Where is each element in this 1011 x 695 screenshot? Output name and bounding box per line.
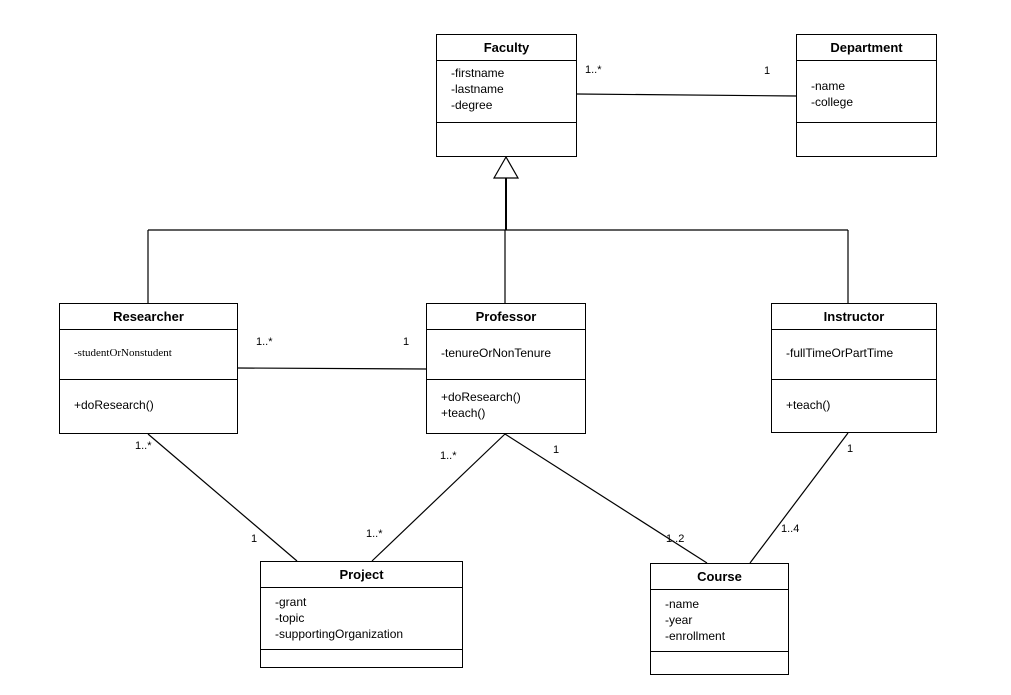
association-professor-course <box>504 433 708 564</box>
multiplicity-instructor-course-course-end: 1..4 <box>781 523 800 535</box>
class-name: Researcher <box>60 304 237 330</box>
attribute: -firstname <box>451 66 505 80</box>
multiplicity-professor-project-professor-end: 1..* <box>440 450 457 462</box>
operations-compartment: +teach() <box>772 380 936 432</box>
operations-compartment: +doResearch() <box>60 380 237 433</box>
class-instructor[interactable]: Instructor -fullTimeOrPartTime +teach() <box>771 303 937 433</box>
multiplicity-professor-course-course-end: 1..2 <box>666 533 685 545</box>
association-professor-project <box>371 433 506 562</box>
attribute: -enrollment <box>665 629 726 643</box>
attributes-compartment: -fullTimeOrPartTime <box>772 330 936 380</box>
multiplicity-instructor-course-instructor-end: 1 <box>847 443 854 455</box>
attribute: -degree <box>451 98 493 112</box>
class-researcher[interactable]: Researcher -studentOrNonstudent +doResea… <box>59 303 238 434</box>
class-course[interactable]: Course -name -year -enrollment <box>650 563 789 675</box>
association-instructor-course <box>749 432 849 564</box>
class-name: Project <box>261 562 462 588</box>
attributes-compartment: -firstname -lastname -degree <box>437 61 576 123</box>
attribute: -topic <box>275 611 305 625</box>
class-name: Faculty <box>437 35 576 61</box>
multiplicity-professor-project-project-end: 1..* <box>366 528 383 540</box>
multiplicity-researcher-project-project-end: 1 <box>251 533 258 545</box>
multiplicity-researcher-end: 1..* <box>256 336 273 348</box>
attribute: -college <box>811 95 854 109</box>
generalization-triangle-icon <box>492 155 520 179</box>
attributes-compartment: -studentOrNonstudent <box>60 330 237 380</box>
attributes-compartment: -name -college <box>797 61 936 123</box>
association-faculty-department <box>576 93 797 97</box>
class-department[interactable]: Department -name -college <box>796 34 937 157</box>
multiplicity-department-end: 1 <box>764 65 771 77</box>
multiplicity-professor-course-professor-end: 1 <box>553 444 560 456</box>
operations-compartment <box>651 652 788 674</box>
attributes-compartment: -name -year -enrollment <box>651 590 788 652</box>
attribute: -fullTimeOrPartTime <box>786 346 894 360</box>
operations-compartment <box>437 123 576 156</box>
class-faculty[interactable]: Faculty -firstname -lastname -degree <box>436 34 577 157</box>
operation: +teach() <box>786 398 831 412</box>
attribute: -name <box>665 597 700 611</box>
operation: +doResearch() <box>441 390 521 404</box>
multiplicity-faculty-end: 1..* <box>585 64 602 76</box>
attribute: -name <box>811 79 846 93</box>
class-name: Course <box>651 564 788 590</box>
association-researcher-professor <box>237 367 427 370</box>
operation: +doResearch() <box>74 398 154 412</box>
multiplicity-researcher-project-researcher-end: 1..* <box>135 440 152 452</box>
operations-compartment: +doResearch() +teach() <box>427 380 585 433</box>
class-name: Professor <box>427 304 585 330</box>
operation: +teach() <box>441 406 486 420</box>
attributes-compartment: -tenureOrNonTenure <box>427 330 585 380</box>
attribute: -grant <box>275 595 307 609</box>
attribute: -year <box>665 613 693 627</box>
class-project[interactable]: Project -grant -topic -supportingOrganiz… <box>260 561 463 668</box>
association-researcher-project <box>147 433 298 562</box>
attribute: -lastname <box>451 82 504 96</box>
attribute: -supportingOrganization <box>275 627 404 641</box>
attributes-compartment: -grant -topic -supportingOrganization <box>261 588 462 650</box>
attribute: -tenureOrNonTenure <box>441 346 552 360</box>
class-professor[interactable]: Professor -tenureOrNonTenure +doResearch… <box>426 303 586 434</box>
class-name: Department <box>797 35 936 61</box>
operations-compartment <box>797 123 936 156</box>
multiplicity-professor-end: 1 <box>403 336 410 348</box>
attribute: -studentOrNonstudent <box>74 347 172 359</box>
class-name: Instructor <box>772 304 936 330</box>
operations-compartment <box>261 650 462 667</box>
